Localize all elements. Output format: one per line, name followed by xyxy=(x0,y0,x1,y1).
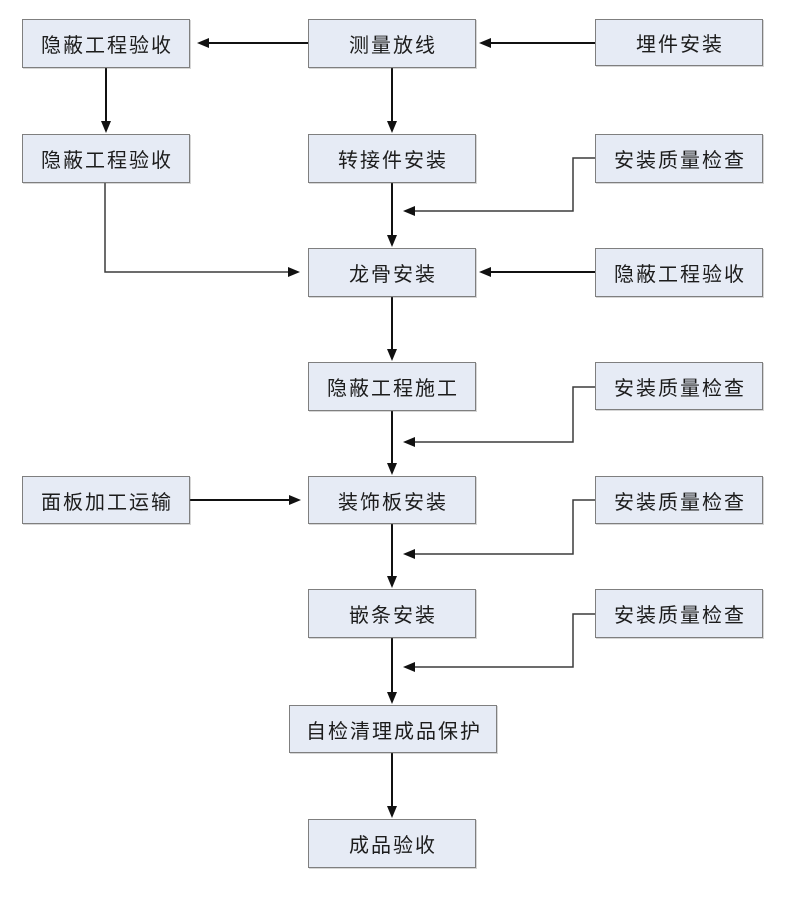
node-hidden-works-construction: 隐蔽工程施工 xyxy=(308,362,476,411)
arrow-selfcheck-to-finished xyxy=(387,753,397,818)
arrow-measure-to-hidden-top xyxy=(197,38,308,48)
node-hidden-works-acceptance-right: 隐蔽工程验收 xyxy=(595,248,763,297)
node-measure-set-out: 测量放线 xyxy=(308,19,476,68)
connector-quality-check-4 xyxy=(403,613,595,672)
connector-hidden-left-to-keel xyxy=(104,182,300,277)
arrow-embedded-to-measure xyxy=(479,38,595,48)
arrow-hidden-top-to-hidden-left xyxy=(101,68,111,133)
node-self-check-clean-protect: 自检清理成品保护 xyxy=(289,705,497,753)
node-insert-strip-install: 嵌条安装 xyxy=(308,589,476,638)
arrow-strip-to-selfcheck xyxy=(387,637,397,704)
node-finished-product-acceptance: 成品验收 xyxy=(308,819,476,868)
node-quality-check-1: 安装质量检查 xyxy=(595,134,763,183)
arrow-hidden-right-to-keel xyxy=(479,267,595,277)
arrow-measure-to-adapter xyxy=(387,68,397,133)
arrow-construction-to-panel xyxy=(387,410,397,475)
arrow-keel-to-construction xyxy=(387,296,397,361)
node-hidden-works-acceptance-top: 隐蔽工程验收 xyxy=(22,19,190,68)
node-quality-check-4: 安装质量检查 xyxy=(595,589,763,638)
node-panel-processing-transport: 面板加工运输 xyxy=(22,476,190,524)
connector-quality-check-3 xyxy=(403,499,595,559)
node-hidden-works-acceptance-left: 隐蔽工程验收 xyxy=(22,134,190,183)
connector-quality-check-2 xyxy=(403,386,595,447)
arrow-transport-to-panel xyxy=(190,495,301,505)
arrow-adapter-to-keel xyxy=(387,182,397,247)
node-quality-check-2: 安装质量检查 xyxy=(595,362,763,410)
node-keel-install: 龙骨安装 xyxy=(308,248,476,297)
node-embedded-parts-install: 埋件安装 xyxy=(595,19,763,66)
arrow-panel-to-strip xyxy=(387,524,397,588)
connector-quality-check-1 xyxy=(403,157,595,216)
node-decorative-panel-install: 装饰板安装 xyxy=(308,476,476,524)
node-quality-check-3: 安装质量检查 xyxy=(595,476,763,524)
node-adapter-install: 转接件安装 xyxy=(308,134,476,183)
